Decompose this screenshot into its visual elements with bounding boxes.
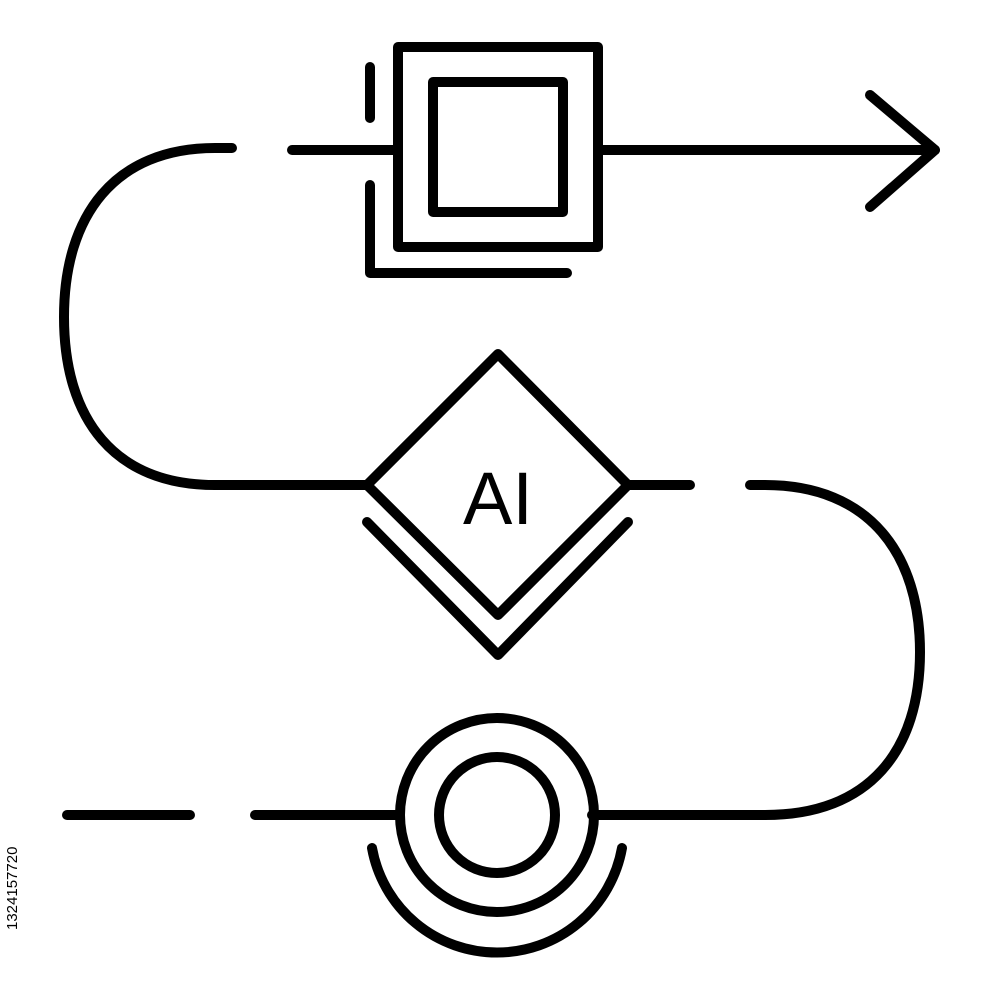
connector-left-arc — [59, 143, 372, 490]
decision-diamond — [362, 349, 633, 620]
terminal-shadow-arc — [367, 843, 627, 958]
decision-shadow — [362, 517, 633, 660]
terminal-inner-circle — [434, 752, 560, 878]
terminal-circle-icon — [367, 713, 627, 958]
arrow-head — [865, 90, 940, 212]
decision-label: AI — [463, 457, 533, 540]
connector-right-arc — [587, 480, 925, 820]
process-square-icon — [365, 42, 603, 278]
stock-id-watermark: 1324157720 — [4, 846, 21, 930]
decision-diamond-icon: AI — [362, 349, 633, 660]
arrow-right-icon — [593, 90, 940, 212]
process-inner-square — [428, 77, 568, 217]
terminal-outer-circle — [395, 713, 599, 917]
process-shadow-corner — [365, 180, 572, 278]
